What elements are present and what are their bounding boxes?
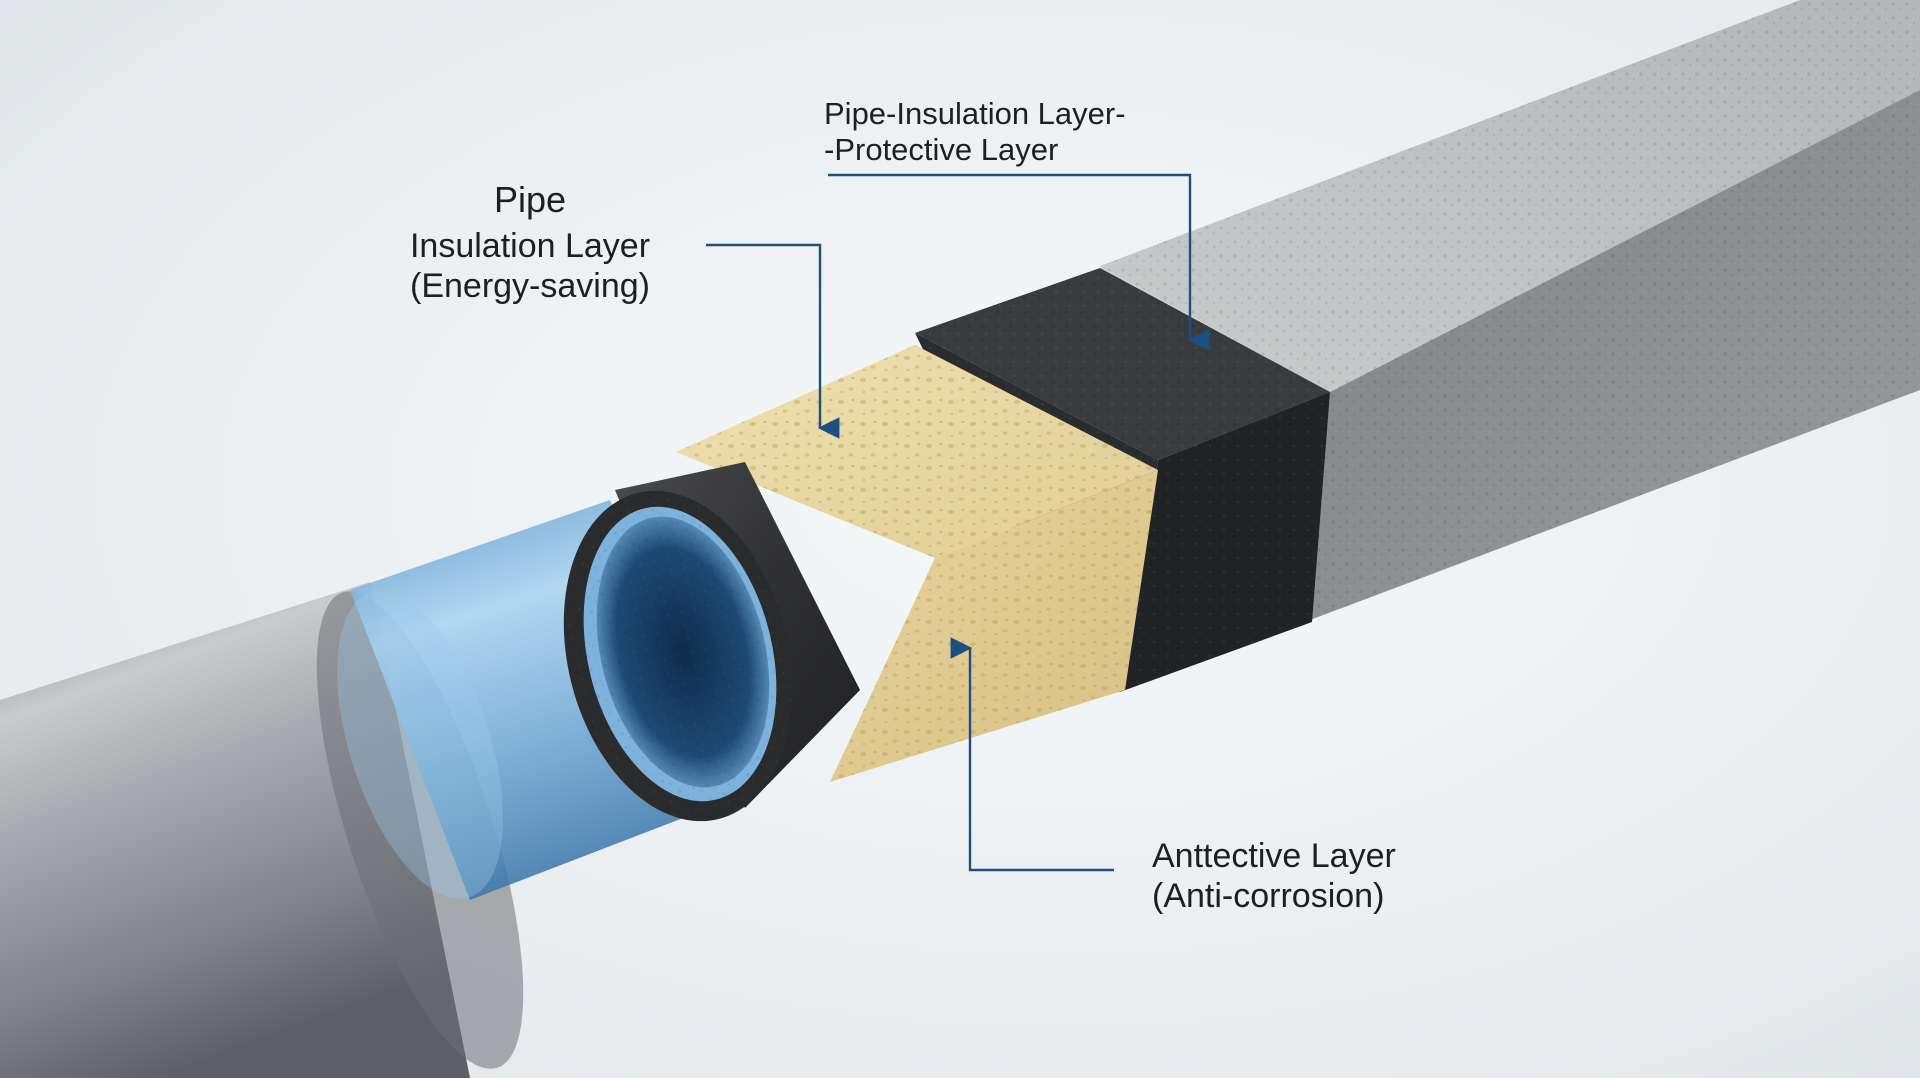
label-line: Insulation Layer bbox=[409, 227, 651, 265]
label-line: Pipe-Insulation Layer- bbox=[824, 96, 1126, 131]
label-line: -Protective Layer bbox=[824, 132, 1059, 167]
label-anti-corrosion-layer: Anttective Layer (Anti-corrosion) bbox=[1152, 836, 1396, 916]
leader-line-pipe-insulation bbox=[706, 243, 840, 439]
steel-core-pipe bbox=[0, 582, 524, 1078]
label-pipe-insulation-layer: Pipe Insulation Layer (Energy-saving) bbox=[380, 180, 680, 306]
label-line: Pipe bbox=[493, 179, 567, 220]
foam-insulation-block bbox=[676, 345, 1158, 782]
leader-line-anti-corrosion bbox=[950, 637, 1114, 872]
label-line: (Anti-corrosion) bbox=[1152, 877, 1385, 915]
label-line: (Energy-saving) bbox=[410, 267, 650, 305]
leader-line-protective bbox=[828, 173, 1210, 351]
label-protective-layer: Pipe-Insulation Layer- -Protective Layer bbox=[824, 96, 1126, 168]
label-line: Anttective Layer bbox=[1152, 837, 1396, 875]
black-rubber-sleeve bbox=[563, 462, 860, 822]
leader-lines bbox=[706, 173, 1210, 872]
